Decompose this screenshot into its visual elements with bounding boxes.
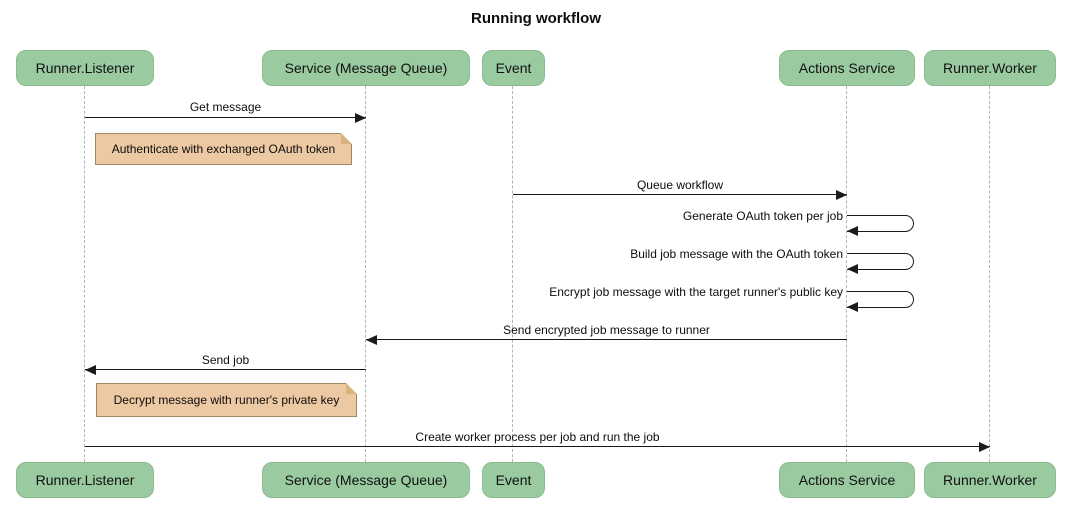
participant-actions-service-bottom: Actions Service (779, 462, 915, 498)
message-label-create-worker-process: Create worker process per job and run th… (415, 430, 660, 444)
arrowhead-left-icon (847, 302, 858, 312)
participant-runner-worker-top: Runner.Worker (924, 50, 1056, 86)
diagram-title: Running workflow (471, 10, 601, 27)
participant-service-message-queue-top: Service (Message Queue) (262, 50, 470, 86)
note-authenticate: Authenticate with exchanged OAuth token (95, 133, 352, 165)
arrowhead-left-icon (366, 335, 377, 345)
arrowhead-left-icon (85, 365, 96, 375)
participant-actions-service-top: Actions Service (779, 50, 915, 86)
arrowhead-left-icon (847, 226, 858, 236)
arrowhead-right-icon (836, 190, 847, 200)
lifeline-service-message-queue (365, 86, 366, 462)
message-label-send-encrypted-job-message: Send encrypted job message to runner (503, 323, 710, 337)
participant-event-bottom: Event (482, 462, 545, 498)
message-label-send-job: Send job (201, 353, 250, 367)
message-line-get-message (85, 117, 366, 118)
participant-runner-listener-bottom: Runner.Listener (16, 462, 154, 498)
self-loop-build-job-message (847, 253, 914, 270)
self-loop-generate-oauth-token (847, 215, 914, 232)
lifeline-event (512, 86, 513, 462)
message-label-generate-oauth-token: Generate OAuth token per job (682, 209, 843, 223)
lifeline-actions-service (846, 86, 847, 462)
arrowhead-right-icon (355, 113, 366, 123)
arrowhead-right-icon (979, 442, 990, 452)
participant-runner-listener-top: Runner.Listener (16, 50, 154, 86)
message-line-queue-workflow (513, 194, 847, 195)
message-label-queue-workflow: Queue workflow (636, 178, 724, 192)
self-loop-encrypt-job-message (847, 291, 914, 308)
message-label-encrypt-job-message: Encrypt job message with the target runn… (549, 285, 843, 299)
participant-service-message-queue-bottom: Service (Message Queue) (262, 462, 470, 498)
lifeline-runner-worker (989, 86, 990, 462)
lifeline-runner-listener (84, 86, 85, 462)
participant-runner-worker-bottom: Runner.Worker (924, 462, 1056, 498)
message-line-create-worker-process (85, 446, 990, 447)
message-label-get-message: Get message (189, 100, 262, 114)
note-decrypt: Decrypt message with runner's private ke… (96, 383, 357, 417)
message-line-send-job (85, 369, 366, 370)
message-line-send-encrypted-job-message (366, 339, 847, 340)
message-label-build-job-message: Build job message with the OAuth token (630, 247, 843, 261)
arrowhead-left-icon (847, 264, 858, 274)
participant-event-top: Event (482, 50, 545, 86)
